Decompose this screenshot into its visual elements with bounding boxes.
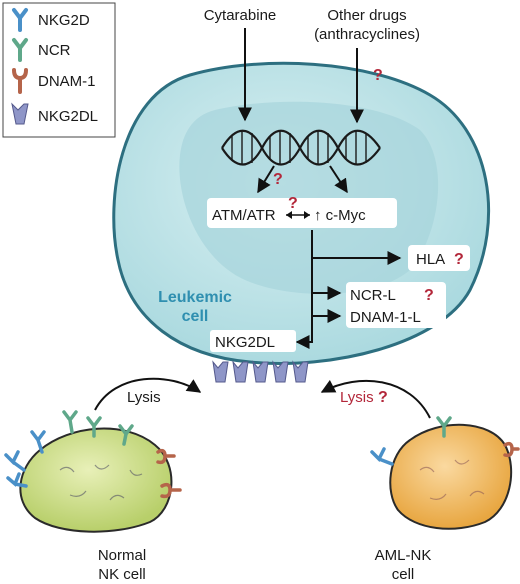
nkg2dl-ligands (212, 360, 309, 383)
nkg2dl-box (210, 330, 296, 352)
dnam1-l-label: DNAM-1-L (350, 309, 421, 326)
legend-nkg2dl-label: NKG2DL (38, 108, 98, 125)
aml-lysis-arrow (320, 379, 431, 419)
atm-question: ? (273, 171, 283, 188)
normal-lysis-arrow (94, 377, 202, 411)
leukemic-cell-nucleus (179, 101, 439, 294)
signaling-box (207, 198, 397, 228)
normal-nk-label-line2: NK cell (98, 566, 146, 583)
dna-helix-icon (221, 129, 381, 166)
aml-nk-texture (419, 459, 485, 500)
leukemic-label-line1: Leukemic (158, 289, 232, 306)
nkg2dl-label: NKG2DL (215, 334, 275, 351)
double-arrow-icon (286, 211, 310, 219)
normal-lysis-label: Lysis (127, 389, 161, 406)
normal-nk-receptors (4, 410, 182, 499)
legend-ncr-label: NCR (38, 42, 71, 59)
ligand-box (346, 282, 446, 328)
ncr-l-label: NCR-L (350, 287, 396, 304)
aml-nk-label-line1: AML-NK (375, 547, 432, 564)
normal-nk-cell-body (19, 427, 173, 533)
aml-lysis-label: Lysis (340, 389, 374, 406)
normal-nk-label-line1: Normal (98, 547, 146, 564)
cmyc-label: ↑ c-Myc (314, 207, 366, 224)
atm-atr-label: ATM/ATR (212, 207, 276, 224)
nkg2d-receptor-icon (12, 8, 28, 32)
legend-dnam1-label: DNAM-1 (38, 73, 96, 90)
dnam1-receptor-icon (12, 68, 28, 94)
other-drugs-label: Other drugs (327, 7, 406, 24)
hla-label: HLA (416, 251, 445, 268)
hla-box (408, 245, 470, 271)
other-drugs-question: ? (373, 67, 383, 84)
legend-nkg2d-label: NKG2D (38, 12, 90, 29)
hla-question: ? (454, 251, 464, 268)
ncr-l-question: ? (424, 287, 434, 304)
aml-lysis-question: ? (378, 389, 388, 406)
aml-nk-label-line2: cell (392, 566, 415, 583)
dna-to-myc-arrow (329, 165, 348, 194)
cytarabine-label: Cytarabine (204, 7, 277, 24)
anthracyclines-label: (anthracyclines) (314, 26, 420, 43)
ncr-receptor-icon (12, 38, 28, 62)
normal-nk-texture (59, 464, 143, 501)
aml-nk-receptors (370, 416, 520, 466)
nkg2dl-ligand-icon (11, 102, 29, 125)
leukemic-label-line2: cell (182, 308, 209, 325)
dna-to-atm-arrow (257, 165, 275, 194)
aml-nk-cell-body (389, 423, 513, 530)
legend: NKG2D NCR DNAM-1 NKG2DL (2, 2, 116, 138)
crosstalk-question: ? (288, 195, 298, 212)
